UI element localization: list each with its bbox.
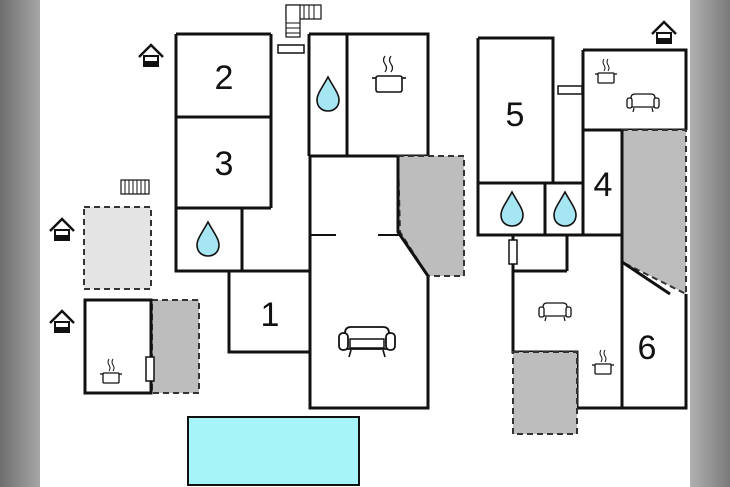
- kitchen-pot-icon: [371, 55, 407, 93]
- window-icon: [277, 44, 305, 54]
- terrace-main: [396, 155, 465, 277]
- water-drop-icon: [500, 191, 524, 227]
- water-drop-icon: [553, 191, 577, 227]
- door-icon: [508, 239, 518, 265]
- room-number: 1: [261, 296, 280, 334]
- water-drop-icon: [316, 76, 340, 112]
- left-blurred-panel: [0, 0, 40, 487]
- sofa-icon: [338, 326, 396, 358]
- stairs-icon: [285, 4, 322, 38]
- water-drop-icon: [196, 221, 220, 257]
- pool: [187, 416, 360, 486]
- right-blurred-panel: [690, 0, 730, 487]
- kitchen-pot-icon: [591, 349, 615, 375]
- house-icon: [48, 309, 76, 334]
- terrace-right-bottom: [512, 351, 578, 435]
- room-number: 2: [215, 59, 234, 97]
- room-number: 4: [594, 166, 613, 204]
- door-icon: [145, 356, 155, 382]
- radiator-icon: [120, 179, 150, 195]
- sofa-icon: [626, 93, 660, 113]
- main-building: [174, 32, 430, 410]
- house-icon: [48, 217, 76, 242]
- window-icon: [557, 85, 583, 95]
- room-number: 3: [215, 145, 234, 183]
- light-terrace: [83, 206, 152, 290]
- kitchen-pot-icon: [594, 58, 618, 84]
- house-icon: [137, 43, 165, 68]
- sofa-icon: [538, 302, 572, 322]
- room-number: 5: [506, 96, 525, 134]
- terrace-left: [151, 299, 200, 394]
- room-number: 6: [638, 329, 657, 367]
- house-icon: [650, 20, 678, 45]
